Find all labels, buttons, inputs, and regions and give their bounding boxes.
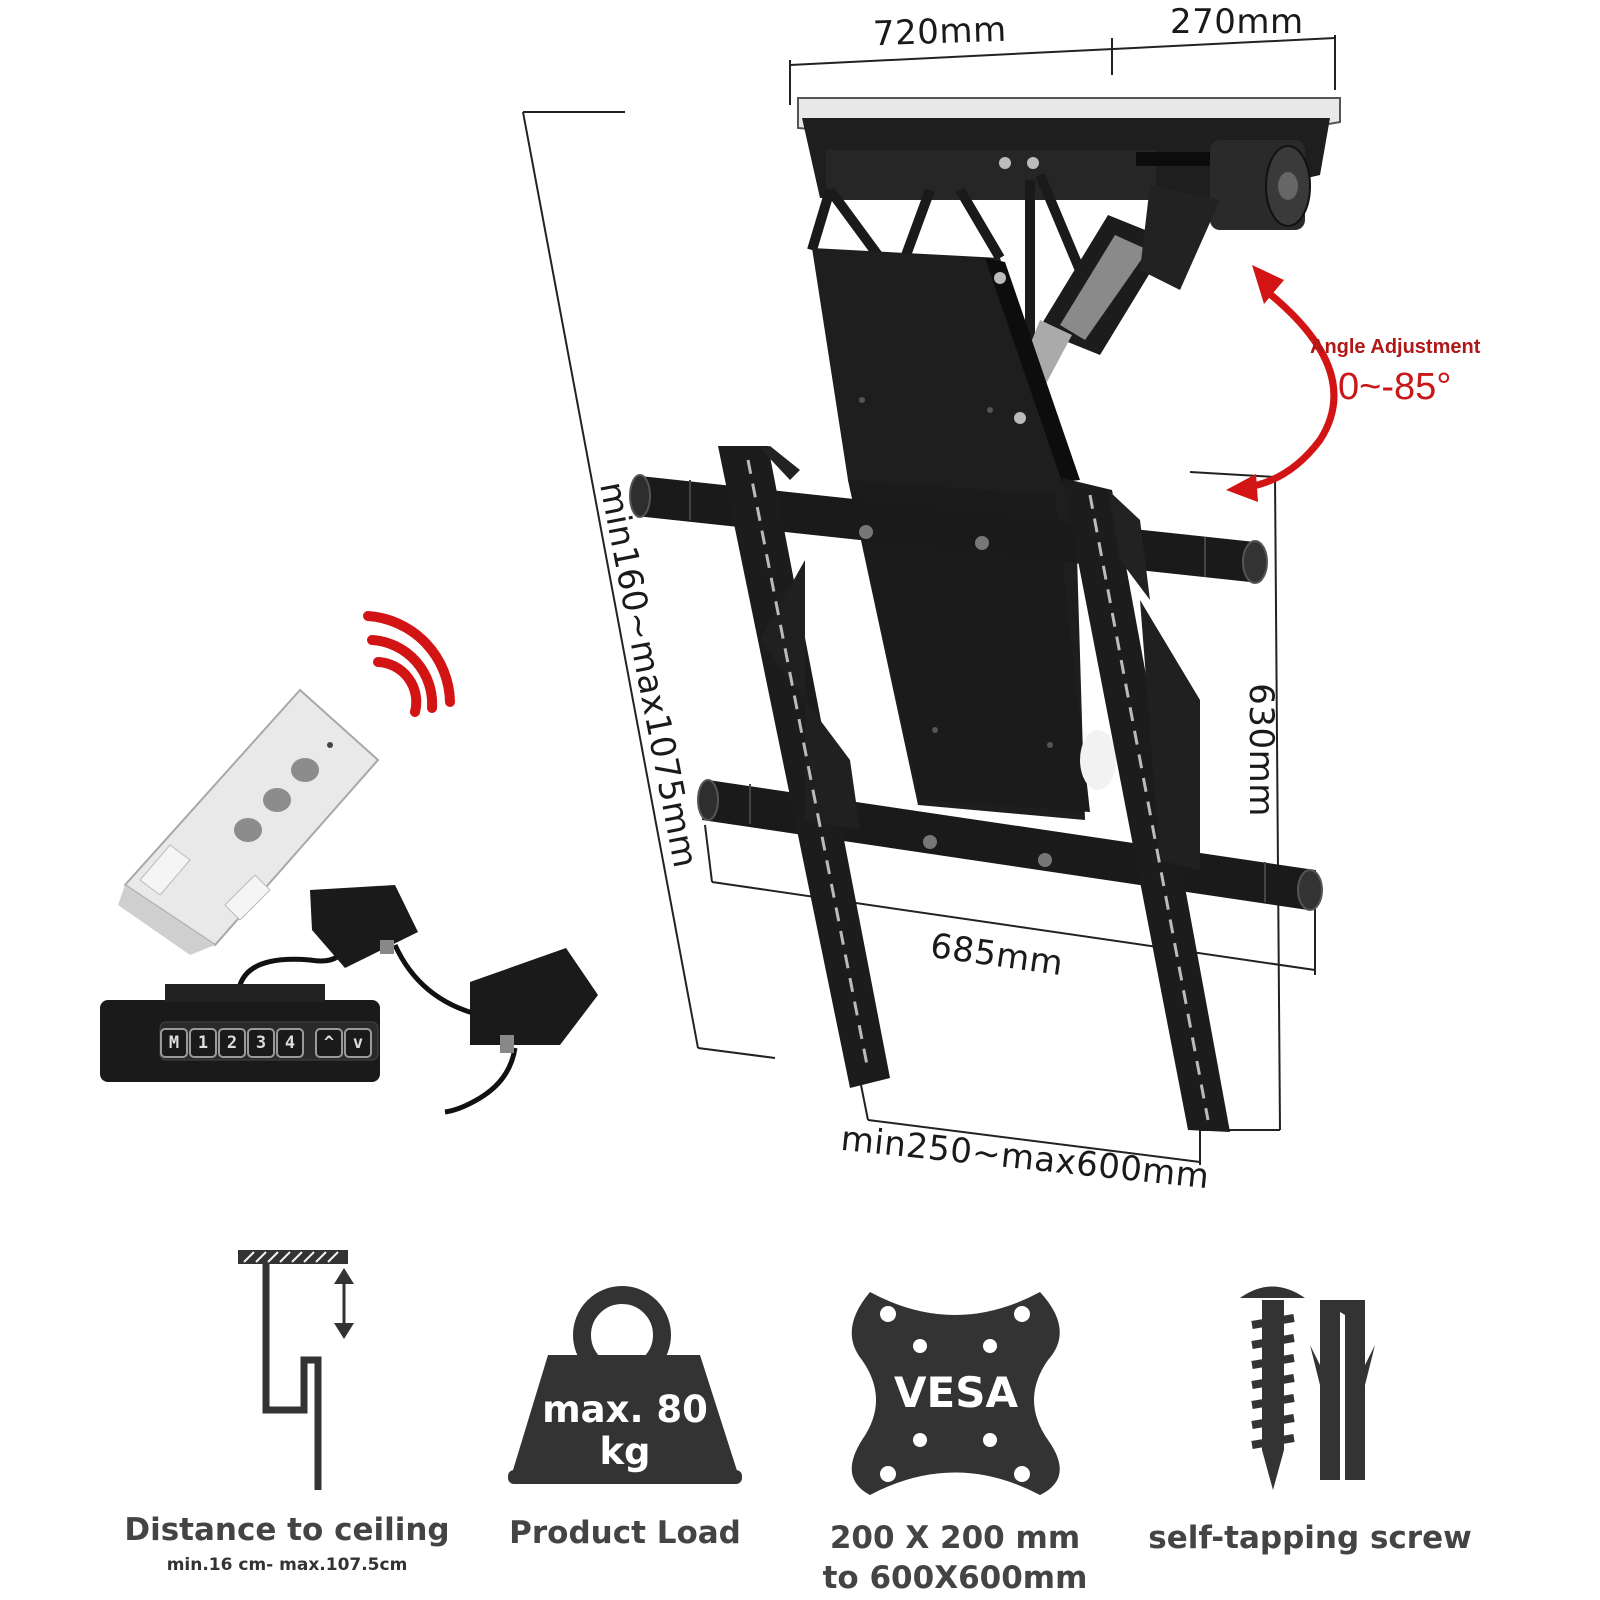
ceiling-distance-icon [238,1250,354,1490]
key-memory: M [160,1028,188,1058]
dimension-top-depth: 270mm [1170,2,1304,42]
linear-actuator [1016,185,1220,395]
vesa-rail-right [1062,478,1230,1132]
dimension-bracket-height: 630mm [1240,683,1281,817]
angle-adjustment-value: 0~-85° [1338,366,1452,408]
vesa-icon-text: VESA [894,1368,1018,1417]
key-3: 3 [247,1028,275,1058]
vesa-rail-left [718,446,890,1088]
dimension-top-width: 720mm [872,9,1008,55]
screw-anchor-icon [1240,1286,1375,1490]
angle-adjustment-title: Angle Adjustment [1310,336,1481,358]
key-down: v [344,1028,372,1058]
key-4: 4 [276,1028,304,1058]
weight-icon-text-1: max. 80 [542,1388,708,1431]
feature-label-vesa-line2: to 600X600mm [822,1560,1088,1596]
weight-icon [508,1286,742,1484]
key-up: ^ [315,1028,343,1058]
key-1: 1 [189,1028,217,1058]
feature-sublabel-ceiling: min.16 cm- max.107.5cm [166,1555,408,1575]
feature-label-load: Product Load [509,1515,741,1551]
feature-label-ceiling: Distance to ceiling [124,1512,450,1548]
receiver-boxes [237,885,598,1115]
key-2: 2 [218,1028,246,1058]
feature-label-screw: self-tapping screw [1148,1520,1472,1556]
feature-label-vesa-line1: 200 X 200 mm [829,1520,1081,1556]
ceiling-plate [797,97,1341,200]
remote-control [118,688,380,955]
angle-arrow-icon [1226,265,1338,502]
signal-waves-icon [363,611,455,717]
motor-icon [1210,140,1311,230]
weight-icon-text-2: kg [599,1430,651,1473]
vesa-plate-icon [851,1292,1060,1495]
